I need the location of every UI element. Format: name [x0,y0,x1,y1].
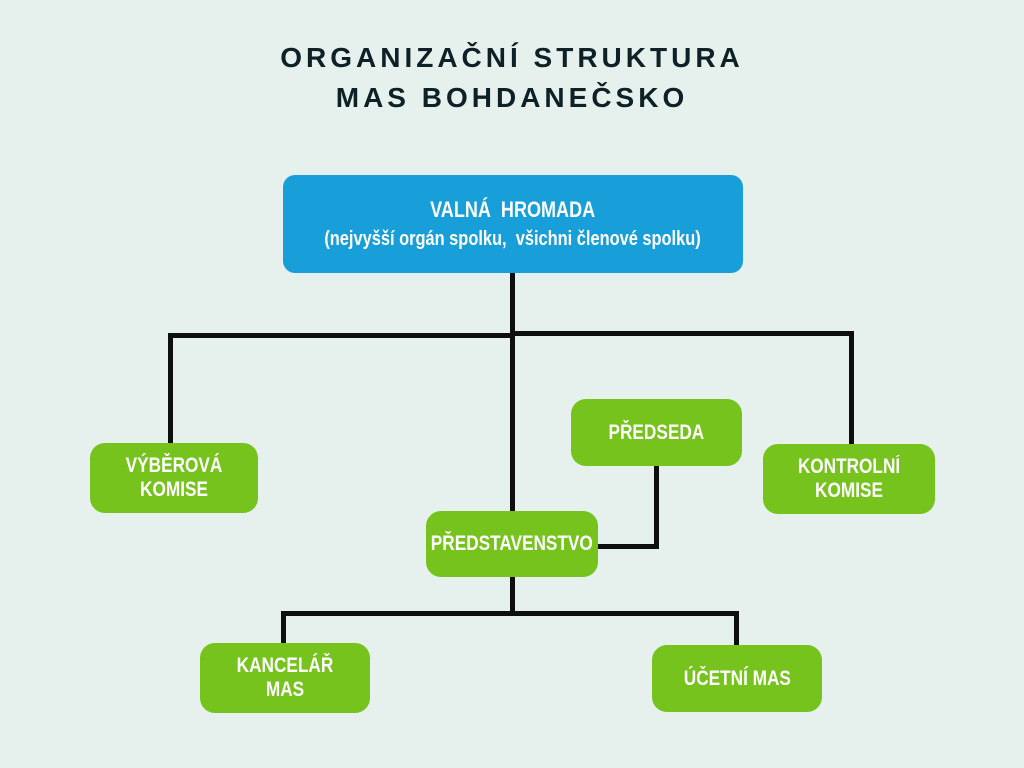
page-title-line1: ORGANIZAČNÍ STRUKTURA [280,42,744,73]
page-title: ORGANIZAČNÍ STRUKTURA MAS BOHDANEČSKO [0,38,1024,118]
node-valna-hromada: VALNÁ HROMADA (nejvyšší orgán spolku, vš… [283,175,743,273]
node-valna-hromada-text: VALNÁ HROMADA (nejvyšší orgán spolku, vš… [283,195,742,253]
predstavenstvo-label: PŘEDSTAVENSTVO [430,532,594,555]
node-predstavenstvo: PŘEDSTAVENSTVO [426,511,598,577]
node-kontrolni-komise: KONTROLNÍ KOMISE [763,444,935,514]
node-predseda: PŘEDSEDA [571,399,742,466]
connector-bottom-horizontal [281,611,739,616]
connector-predseda-horizontal [596,544,659,549]
connector-top-horizontal-right [510,331,854,336]
page-title-line2: MAS BOHDANEČSKO [335,82,689,113]
connector-root-vertical [510,272,515,512]
connector-top-horizontal-left [168,333,513,338]
connector-ucetni-stub [734,611,739,647]
valna-hromada-subtitle: (nejvyšší orgán spolku, všichni členové … [324,228,702,250]
kancelar-mas-label: KANCELÁŘ MAS [236,654,339,701]
valna-hromada-title: VALNÁ HROMADA [430,197,596,222]
node-ucetni-mas: ÚČETNÍ MAS [652,645,822,712]
connector-kancelar-stub [281,611,286,645]
node-vyberova-komise: VÝBĚROVÁ KOMISE [90,443,258,513]
connector-left-vertical [168,333,173,443]
predseda-label: PŘEDSEDA [608,420,705,444]
node-kancelar-mas: KANCELÁŘ MAS [200,643,370,713]
connector-predseda-vertical [654,466,659,549]
kontrolni-komise-label: KONTROLNÍ KOMISE [797,455,905,502]
connector-bottom-vertical [510,577,515,616]
connector-right-vertical [849,331,854,444]
vyberova-komise-label: VÝBĚROVÁ KOMISE [125,454,228,501]
ucetni-mas-label: ÚČETNÍ MAS [683,666,791,690]
